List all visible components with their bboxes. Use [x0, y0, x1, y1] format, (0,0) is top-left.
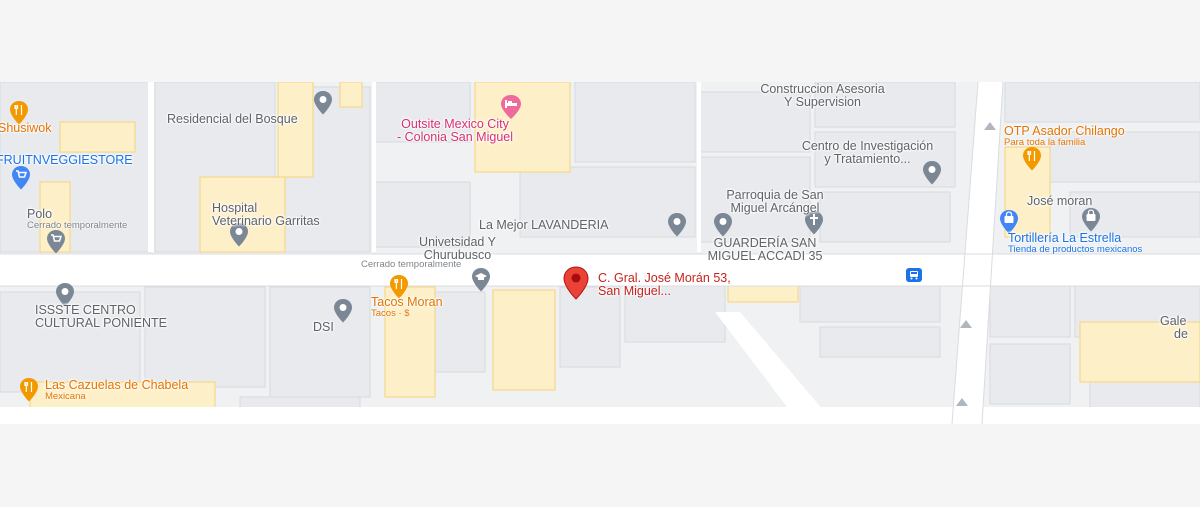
label-address-line1: C. Gral. José Morán 53,: [598, 271, 731, 285]
label-hospital-line1: Hospital: [212, 201, 258, 215]
label-univ[interactable]: Univetsidad Y Churubusco: [385, 236, 530, 262]
label-residencial[interactable]: Residencial del Bosque: [167, 112, 298, 126]
fork-knife-icon[interactable]: [8, 100, 30, 126]
label-address-line2: San Miguel...: [598, 284, 671, 298]
label-centro-line1: Centro de Investigación: [801, 139, 934, 153]
label-construccion-line1: Construccion Asesoria: [760, 82, 885, 96]
label-jose-moran[interactable]: José moran: [1027, 194, 1093, 208]
place-pin-icon[interactable]: [712, 212, 734, 238]
label-construccion-line2: Y Supervision: [784, 95, 861, 109]
fork-knife-icon[interactable]: [1021, 146, 1043, 172]
bed-icon[interactable]: [499, 94, 523, 120]
shopping-bag-icon[interactable]: [1080, 207, 1102, 233]
place-pin-icon[interactable]: [921, 160, 943, 186]
label-galeria-line2: de: [1174, 327, 1188, 341]
label-univ-sub: Cerrado temporalmente: [361, 259, 462, 270]
fork-knife-icon[interactable]: [18, 377, 40, 403]
label-tacos-sub: Tacos · $: [371, 308, 410, 319]
label-polo[interactable]: Polo: [27, 207, 53, 221]
label-centro[interactable]: Centro de Investigación y Tratamiento...: [765, 140, 970, 166]
label-outsite-line1: Outsite Mexico City: [401, 117, 509, 131]
label-guarderia[interactable]: GUARDERÍA SAN MIGUEL ACCADI 35: [685, 237, 845, 263]
label-parroquia[interactable]: Parroquia de San Miguel Arcángel: [695, 189, 855, 215]
label-centro-line2: y Tratamiento...: [824, 152, 911, 166]
label-galeria-line1: Gale: [1160, 314, 1187, 328]
shopping-bag-icon[interactable]: [998, 209, 1020, 235]
label-parroquia-line1: Parroquia de San: [726, 188, 824, 202]
cross-icon[interactable]: [803, 210, 825, 236]
cart-icon[interactable]: [10, 165, 32, 191]
label-tortilleria[interactable]: Tortillería La Estrella: [1008, 231, 1122, 245]
label-construccion[interactable]: Construccion Asesoria Y Supervision: [725, 83, 920, 109]
label-univ-line2: Churubusco: [423, 248, 492, 262]
label-guarderia-line2: MIGUEL ACCADI 35: [707, 249, 823, 263]
label-selected-address[interactable]: C. Gral. José Morán 53, San Miguel...: [598, 272, 731, 298]
place-pin-icon[interactable]: [54, 282, 76, 308]
label-tortilleria-sub: Tienda de productos mexicanos: [1008, 244, 1143, 255]
label-guarderia-line1: GUARDERÍA SAN: [713, 236, 817, 250]
place-pin-icon[interactable]: [332, 298, 354, 324]
label-issste-line1: ISSSTE CENTRO: [35, 303, 136, 317]
label-hospital-line2: Veterinario Garritas: [212, 214, 320, 228]
bus-icon[interactable]: [906, 268, 922, 282]
label-otp[interactable]: OTP Asador Chilango: [1004, 124, 1125, 138]
label-issste[interactable]: ISSSTE CENTRO CULTURAL PONIENTE: [35, 304, 167, 330]
label-outsite-line2: - Colonia San Miguel: [396, 130, 514, 144]
graduation-cap-icon[interactable]: [470, 267, 492, 293]
label-cazuelas-sub: Mexicana: [45, 391, 86, 402]
label-polo-sub: Cerrado temporalmente: [27, 220, 128, 231]
label-otp-sub: Para toda la familia: [1004, 137, 1086, 148]
label-galeria[interactable]: Gale de: [1160, 315, 1188, 341]
label-outsite[interactable]: Outsite Mexico City - Colonia San Miguel: [370, 118, 540, 144]
label-hospital[interactable]: Hospital Veterinario Garritas: [212, 202, 320, 228]
red-location-pin-icon[interactable]: [561, 266, 591, 300]
label-fruit[interactable]: FRUITNVEGGIESTORE: [0, 153, 133, 167]
label-dsi[interactable]: DSI: [313, 320, 334, 334]
label-parroquia-line2: Miguel Arcángel: [730, 201, 820, 215]
label-tacos[interactable]: Tacos Moran: [371, 295, 443, 309]
label-issste-line2: CULTURAL PONIENTE: [35, 316, 167, 330]
cart-icon[interactable]: [45, 229, 67, 255]
label-shusiwok[interactable]: Shusiwok: [0, 121, 52, 135]
label-lavanderia[interactable]: La Mejor LAVANDERIA: [479, 218, 609, 232]
place-pin-icon[interactable]: [228, 222, 250, 248]
fork-knife-icon[interactable]: [388, 274, 410, 300]
place-pin-icon[interactable]: [666, 212, 688, 238]
label-univ-line1: Univetsidad Y: [419, 235, 496, 249]
label-cazuelas[interactable]: Las Cazuelas de Chabela: [45, 378, 189, 392]
place-pin-icon[interactable]: [312, 90, 334, 116]
map-view[interactable]: Shusiwok Residencial del Bosque Outsite …: [0, 82, 1200, 424]
